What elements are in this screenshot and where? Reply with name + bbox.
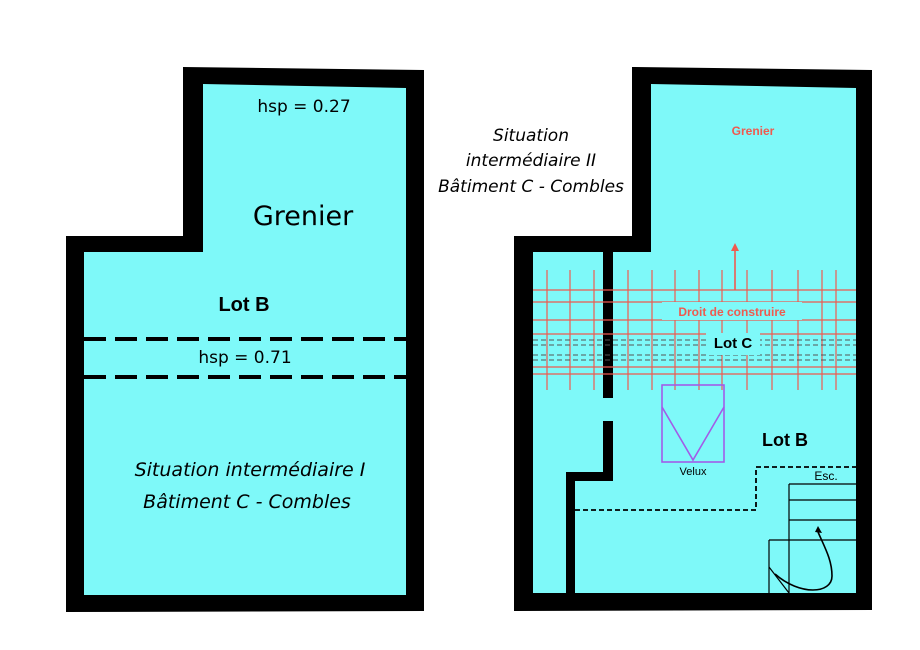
partition-wall-vertical xyxy=(566,472,575,593)
velux-label: Velux xyxy=(680,466,707,478)
center-caption: Situation intermédiaire II Bâtiment C - … xyxy=(438,126,624,197)
right-situation-line2: intermédiaire II xyxy=(466,151,596,171)
up-arrow-icon xyxy=(731,243,739,290)
right-to-build-grid xyxy=(533,270,856,390)
right-situation-line1: Situation xyxy=(493,126,569,146)
left-lot-b-label: Lot B xyxy=(218,294,269,316)
right-to-build-label: Droit de construire xyxy=(678,305,786,319)
left-hsp-top-label: hsp = 0.27 xyxy=(257,97,350,117)
right-situation-line3: Bâtiment C - Combles xyxy=(438,177,624,197)
right-plan-floor xyxy=(533,84,856,593)
lot-c-dashed-lines xyxy=(533,339,856,361)
left-plan: hsp = 0.27 Grenier Lot B hsp = 0.71 Situ… xyxy=(66,67,424,612)
right-lot-c-label: Lot C xyxy=(714,335,752,352)
right-lot-b-label: Lot B xyxy=(762,430,808,450)
left-situation-line1: Situation intermédiaire I xyxy=(135,459,366,481)
partition-wall-horizontal xyxy=(566,472,613,481)
partition-wall-lower xyxy=(603,421,613,477)
right-to-build-label-bg xyxy=(662,302,802,320)
partition-wall-upper xyxy=(603,252,613,398)
lot-b-boundary-dashed xyxy=(575,466,856,511)
left-hsp-band-label: hsp = 0.71 xyxy=(198,348,291,368)
lot-c-label-bg xyxy=(706,333,760,355)
stairs-label: Esc. xyxy=(814,469,837,483)
staircase-icon xyxy=(768,483,856,594)
left-situation-line2: Bâtiment C - Combles xyxy=(143,491,351,513)
velux-skylight-icon xyxy=(661,384,725,463)
left-attic-label: Grenier xyxy=(253,201,354,232)
right-attic-label: Grenier xyxy=(732,124,775,138)
right-plan: Grenier Droit de construire Lot C Velux … xyxy=(514,67,872,611)
